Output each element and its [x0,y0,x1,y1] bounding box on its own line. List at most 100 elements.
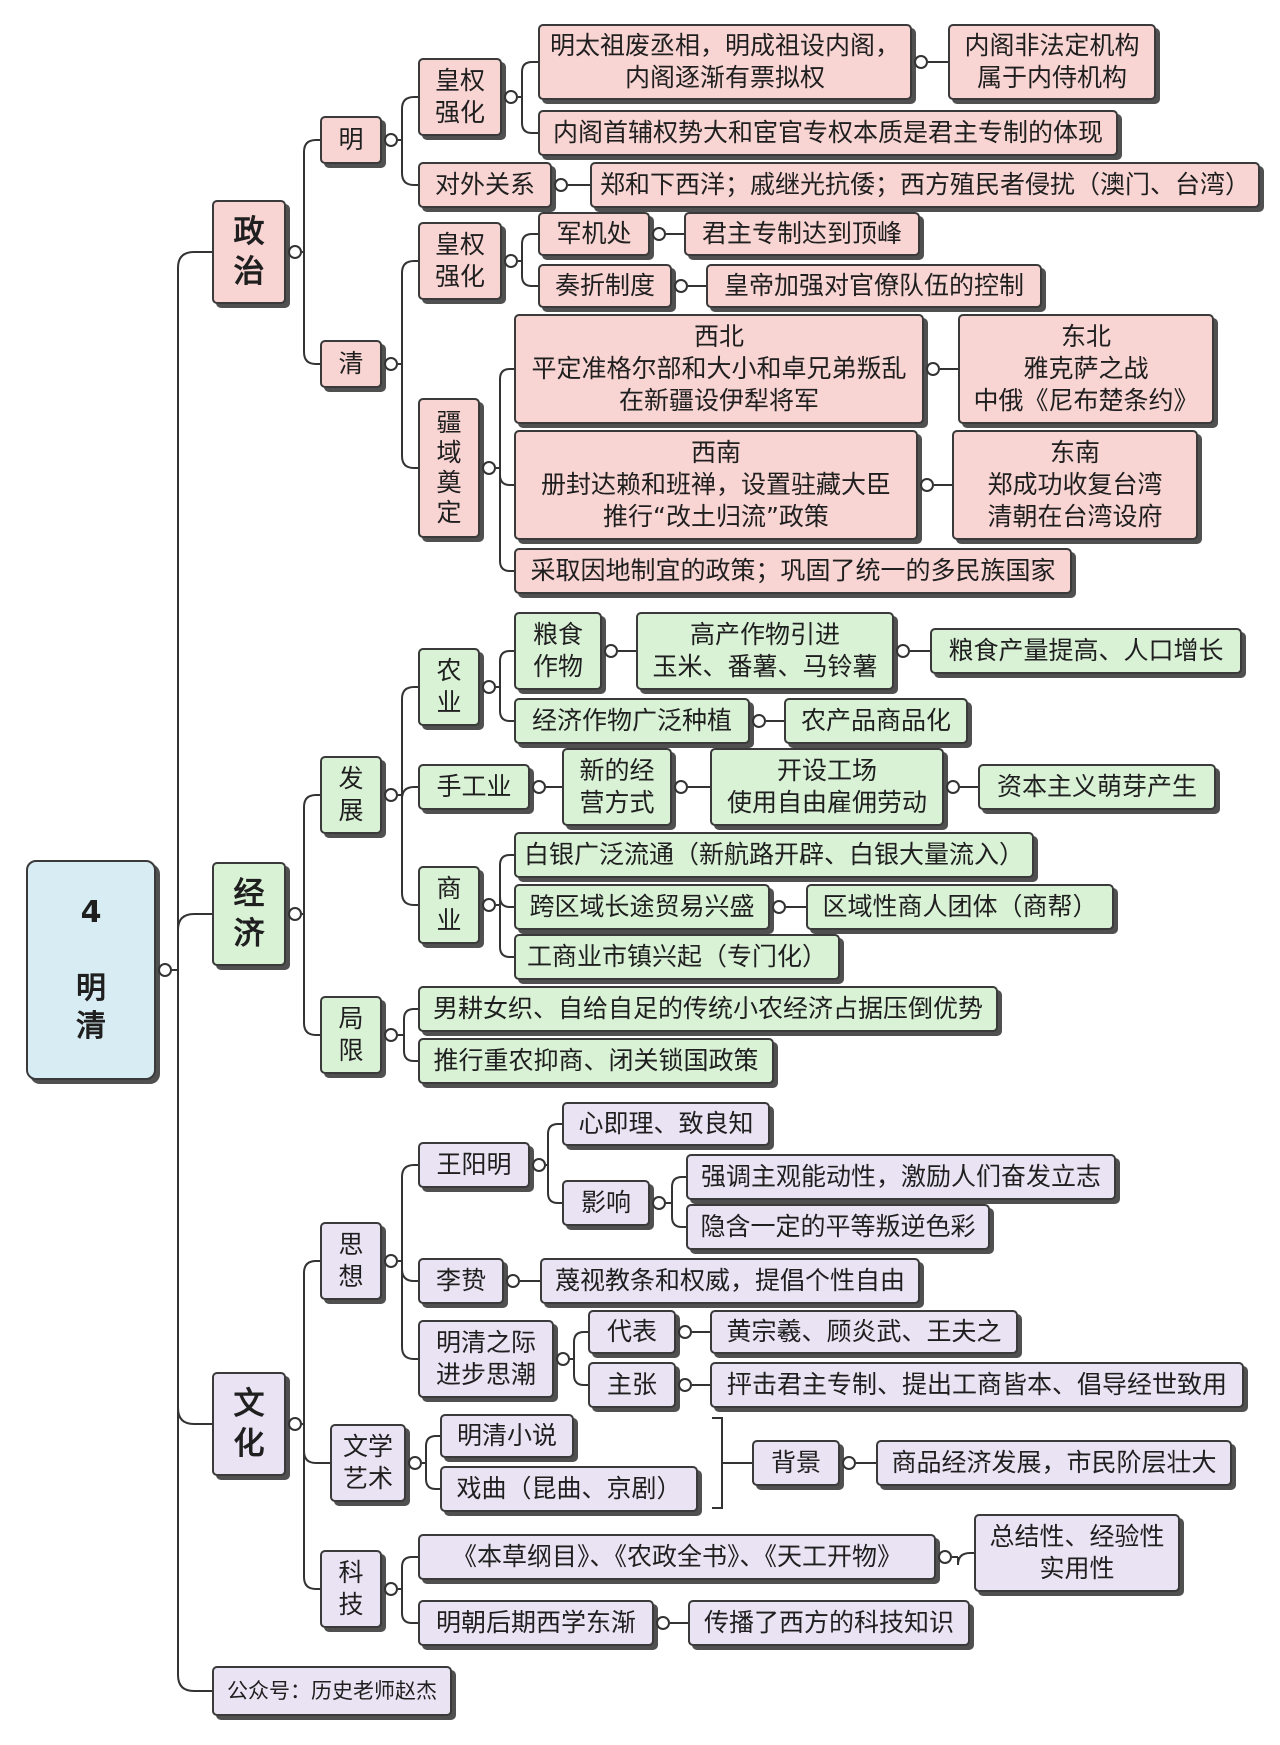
wang-yangming-node-connector-dot [532,1158,546,1172]
representatives-detail: 黄宗羲、顾炎武、王夫之 [710,1310,1018,1354]
progressive-thought-node-connector-dot [556,1352,570,1366]
representatives-node-connector-dot [678,1325,692,1339]
agriculture-node: 农 业 [418,648,480,726]
opera-node: 戏曲（昆曲、京剧） [440,1466,698,1512]
cash-crop-node: 经济作物广泛种植 [514,698,750,744]
handicraft-node-connector-dot [532,780,546,794]
qing-territory-node-connector-dot [482,461,496,475]
new-mode-result: 资本主义萌芽产生 [978,764,1216,810]
western-learning-node-connector-dot [656,1616,670,1630]
qing-territory-node: 疆 域 奠 定 [418,398,480,538]
li-zhi-node-connector-dot [506,1274,520,1288]
development-node: 发 展 [320,756,382,834]
novel-node: 明清小说 [440,1414,574,1458]
branch-economy: 经 济 [212,862,286,966]
junjichu-note: 君主专制达到顶峰 [684,212,920,256]
handicraft-node: 手工业 [418,764,530,810]
wang-influence-node-connector-dot [652,1196,666,1210]
science-node-connector-dot [384,1582,398,1596]
western-learning-note: 传播了西方的科技知识 [688,1600,970,1646]
branch-politics: 政 治 [212,200,286,304]
qing-node-connector-dot [384,357,398,371]
zouzhe-note: 皇帝加强对官僚队伍的控制 [706,264,1042,308]
limits-item2: 推行重农抑商、闭关锁国政策 [418,1038,774,1084]
new-mode-node-connector-dot [674,780,688,794]
territory-northeast: 东北 雅克萨之战 中俄《尼布楚条约》 [958,314,1214,424]
branch-culture: 文 化 [212,1372,286,1476]
branch-economy-connector-dot [288,907,302,921]
territory-southwest: 西南 册封达赖和班禅，设置驻藏大臣 推行“改土归流”政策 [514,430,918,540]
new-mode-detail: 开设工场 使用自由雇佣劳动 [710,748,944,826]
trade-result: 区域性商人团体（商帮） [806,884,1114,930]
literature-node-connector-dot [408,1456,422,1470]
wang-influence1: 强调主观能动性，激励人们奋发立志 [686,1154,1116,1200]
ming-power-node-connector-dot [504,90,518,104]
cash-crop-result: 农产品商品化 [784,698,968,744]
limits-item1: 男耕女织、自给自足的传统小农经济占据压倒优势 [418,986,998,1032]
ming-node: 明 [320,116,382,164]
ming-cabinet-node-connector-dot [914,55,928,69]
claims-node: 主张 [588,1362,676,1408]
ming-foreign-node-connector-dot [554,178,568,192]
commerce-node-connector-dot [482,898,496,912]
new-mode-detail-connector-dot [946,780,960,794]
li-zhi-node: 李贽 [418,1258,504,1304]
branch-politics-connector-dot [288,245,302,259]
development-node-connector-dot [384,788,398,802]
territory-southeast: 东南 郑成功收复台湾 清朝在台湾设府 [952,430,1198,540]
ming-foreign-detail: 郑和下西洋；戚继光抗倭；西方殖民者侵扰（澳门、台湾） [590,162,1260,208]
grain-result: 粮食产量提高、人口增长 [930,628,1242,674]
claims-node-connector-dot [678,1378,692,1392]
thought-node-connector-dot [384,1254,398,1268]
background-node-connector-dot [842,1456,856,1470]
zouzhe-node: 奏折制度 [538,264,672,308]
towns-node: 工商业市镇兴起（专门化） [514,934,840,980]
branch-culture-connector-dot [288,1417,302,1431]
root-node-ming-qing: 4 明 清 [26,860,156,1080]
trade-node: 跨区域长途贸易兴盛 [514,884,770,930]
territory-northwest-connector-dot [926,362,940,376]
ming-cabinet-note: 内阁非法定机构 属于内侍机构 [948,24,1156,100]
li-zhi-idea: 蔑视教条和权威，提倡个性自由 [540,1258,920,1304]
qing-power-node: 皇权 强化 [418,222,502,300]
grain-detail: 高产作物引进 玉米、番薯、马铃薯 [636,612,894,690]
background-detail: 商品经济发展，市民阶层壮大 [876,1440,1232,1486]
background-node: 背景 [752,1440,840,1486]
science-books-note: 总结性、经验性 实用性 [974,1514,1180,1592]
limits-node-connector-dot [384,1028,398,1042]
science-books-node-connector-dot [938,1550,952,1564]
science-node: 科 技 [320,1550,382,1628]
ming-foreign-node: 对外关系 [418,162,552,208]
wang-idea: 心即理、致良知 [562,1102,770,1146]
grain-node: 粮食 作物 [514,612,602,690]
ming-power-node: 皇权 强化 [418,58,502,136]
cash-crop-node-connector-dot [752,714,766,728]
root-node-ming-qing-connector-dot [158,963,172,977]
footer-account: 公众号：历史老师赵杰 [212,1666,452,1716]
territory-southwest-connector-dot [920,478,934,492]
science-books-node: 《本草纲目》、《农政全书》、《天工开物》 [418,1534,936,1580]
territory-summary: 采取因地制宜的政策；巩固了统一的多民族国家 [514,548,1072,594]
qing-power-node-connector-dot [504,254,518,268]
grain-node-connector-dot [604,644,618,658]
wang-influence-node: 影响 [562,1180,650,1226]
ming-cabinet-essence: 内阁首辅权势大和宦官专权本质是君主专制的体现 [538,110,1118,156]
wang-yangming-node: 王阳明 [418,1142,530,1188]
limits-node: 局 限 [320,996,382,1074]
silver-node: 白银广泛流通（新航路开辟、白银大量流入） [514,832,1034,878]
territory-northwest: 西北 平定准格尔部和大小和卓兄弟叛乱 在新疆设伊犁将军 [514,314,924,424]
ming-cabinet-node: 明太祖废丞相，明成祖设内阁， 内阁逐渐有票拟权 [538,24,912,100]
commerce-node: 商 业 [418,866,480,944]
ming-node-connector-dot [384,133,398,147]
wang-influence2: 隐含一定的平等叛逆色彩 [686,1204,990,1250]
claims-detail: 抨击君主专制、提出工商皆本、倡导经世致用 [710,1362,1244,1408]
thought-node: 思 想 [320,1222,382,1300]
agriculture-node-connector-dot [482,680,496,694]
trade-node-connector-dot [772,900,786,914]
western-learning-node: 明朝后期西学东渐 [418,1600,654,1646]
qing-node: 清 [320,340,382,388]
literature-node: 文学 艺术 [330,1424,406,1502]
progressive-thought-node: 明清之际 进步思潮 [418,1320,554,1398]
junjichu-node-connector-dot [652,227,666,241]
